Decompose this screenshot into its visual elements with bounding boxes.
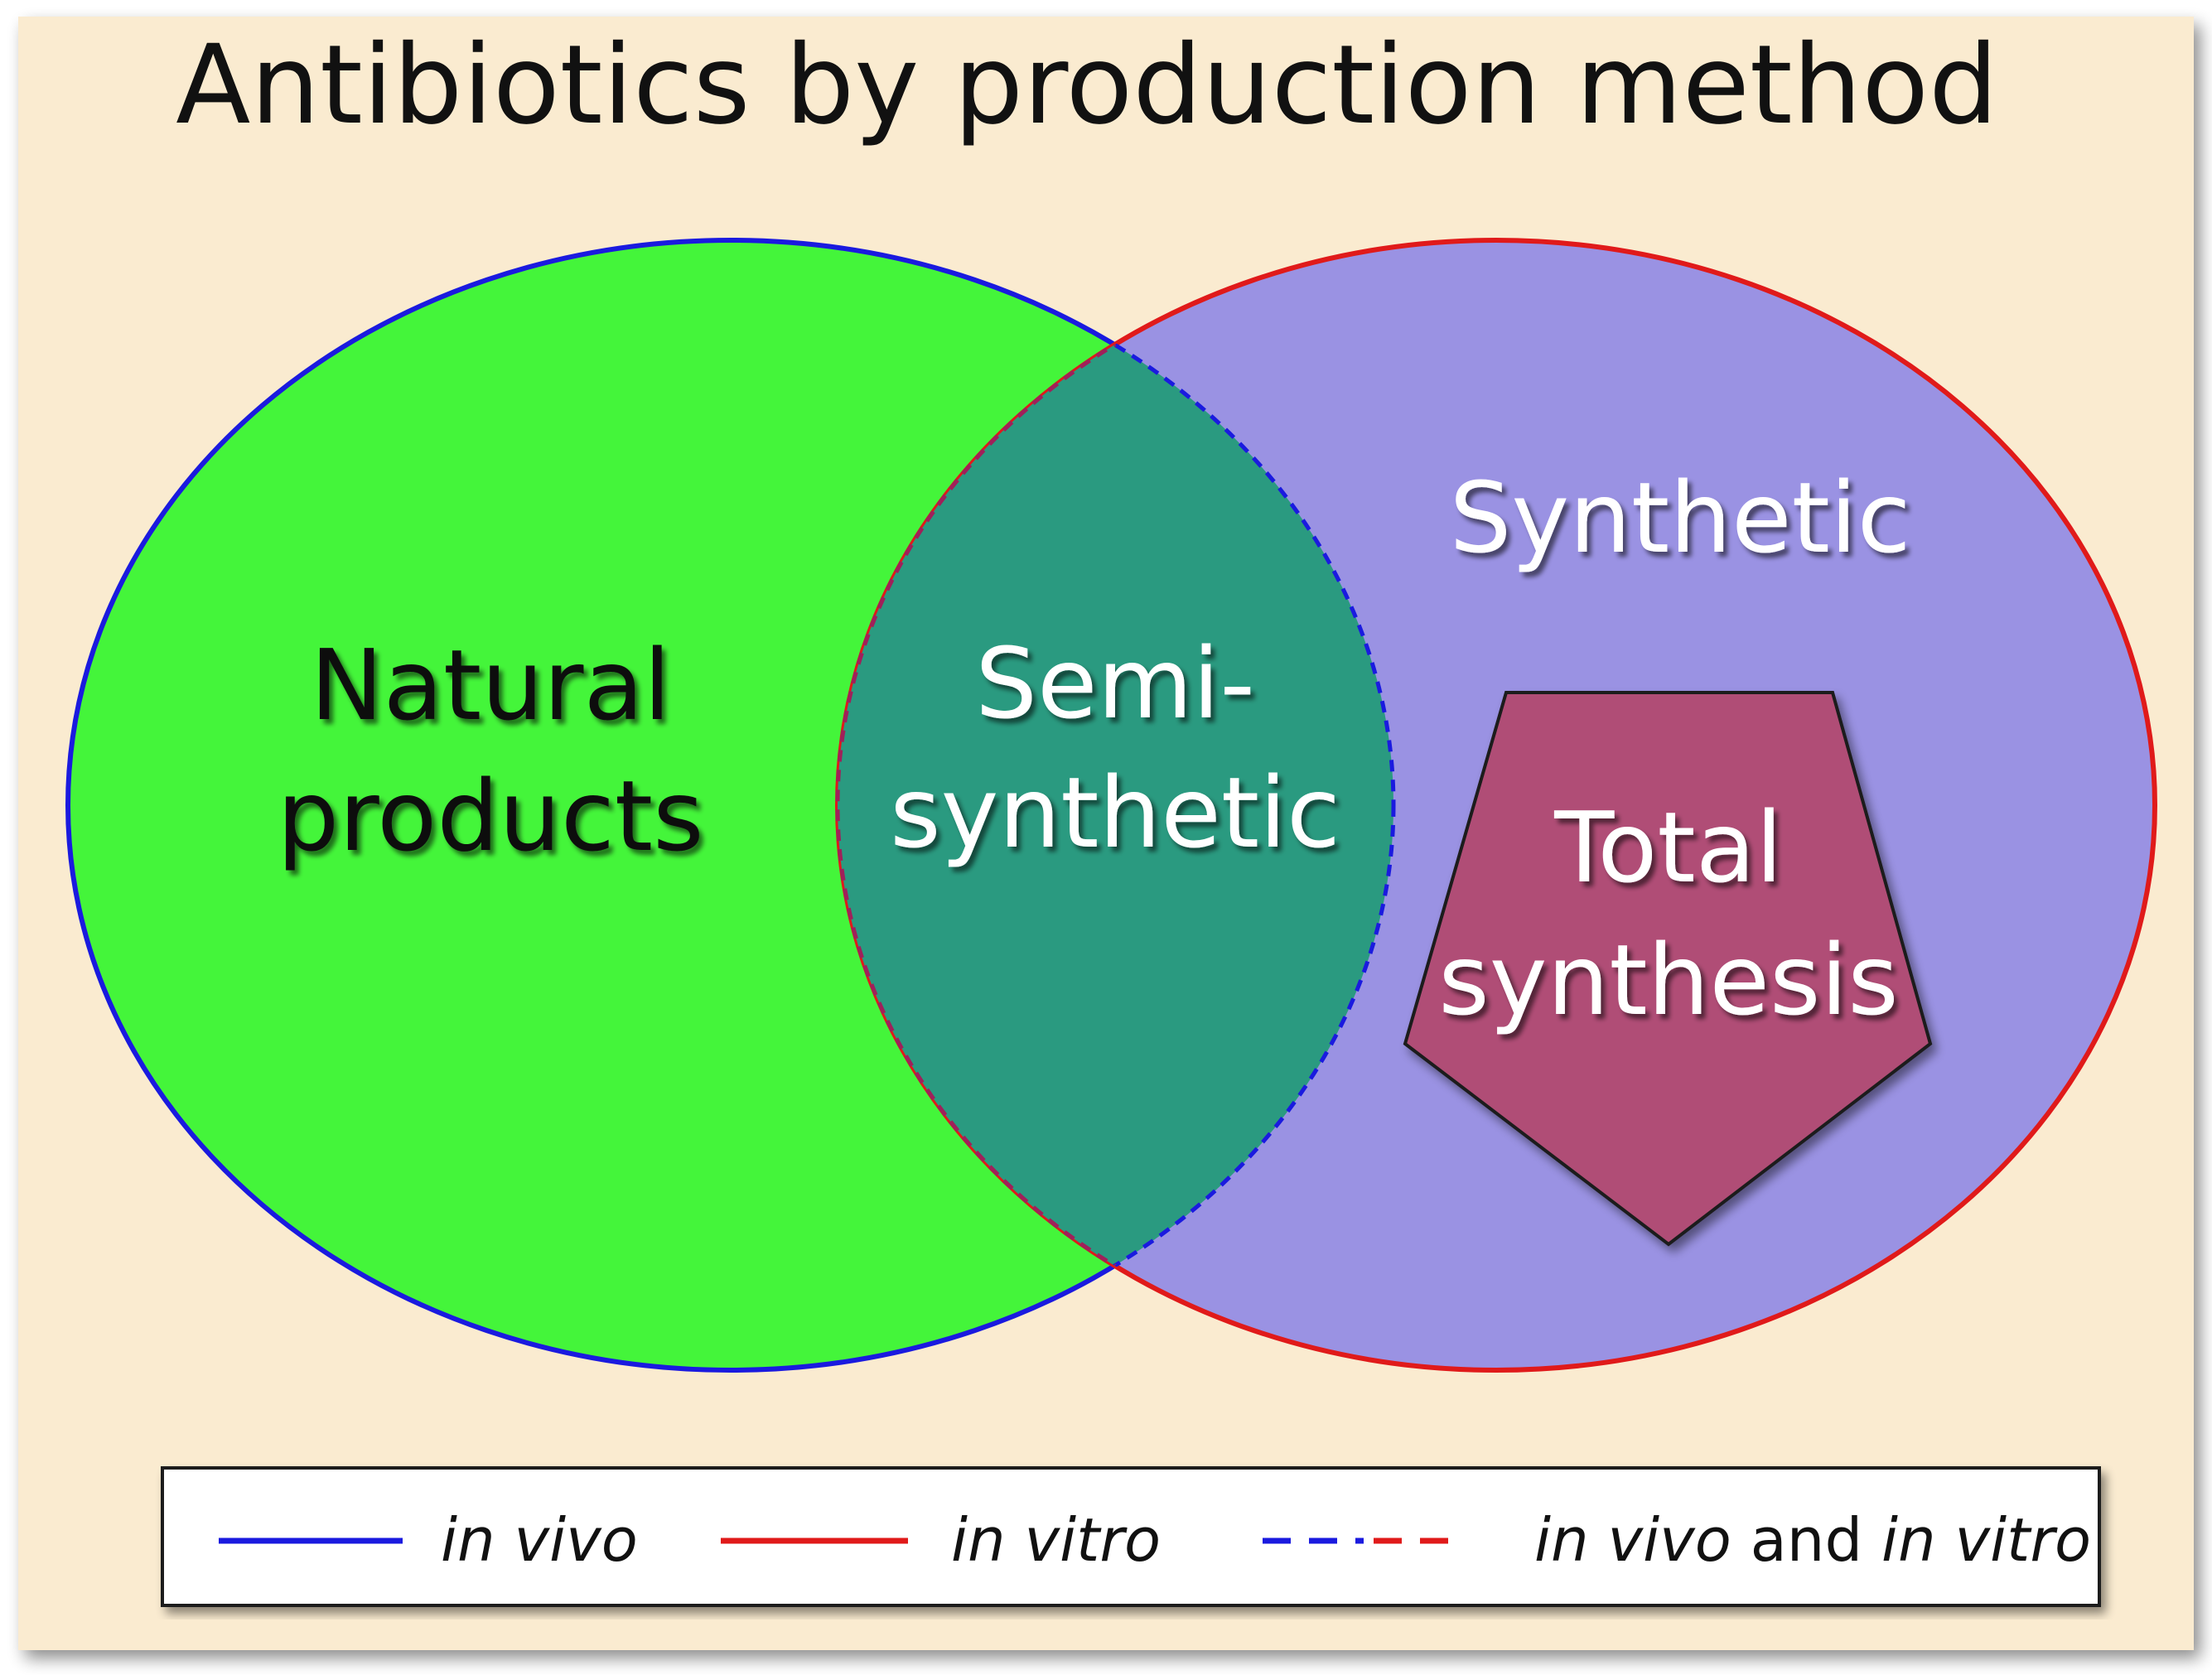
svg-text:in vivo: in vivo [441,1505,638,1575]
diagram-title: Antibiotics by production method [176,22,1998,149]
semi-synthetic-label-line1: Semi- [975,626,1255,741]
total-synthesis-label-line1: Total [1553,790,1783,905]
natural-products-label-line1: Natural [310,628,670,742]
legend-both-label-part1: in vivo [1534,1505,1731,1575]
semi-synthetic-overlap [838,240,1393,1370]
legend-both-label-and: and [1731,1505,1881,1575]
legend-in-vitro-label: in vitro [951,1505,1161,1575]
total-synthesis-label-line2: synthesis [1438,923,1899,1037]
total-synthesis-pentagon [1403,691,1933,1247]
legend-box [161,1466,2101,1607]
natural-products-label-line2: products [277,759,703,873]
svg-text:in vivo and in vitro: in vivo and in vitro [1534,1505,2091,1575]
legend-both-label-part2: in vitro [1881,1505,2091,1575]
svg-text:in vitro: in vitro [951,1505,1161,1575]
overlap-border-in-vivo [838,240,1396,1370]
legend: in vivo in vitro in vivo and in vitro [161,1466,2101,1607]
legend-in-vivo-label: in vivo [441,1505,638,1575]
synthetic-label: Synthetic [1449,461,1910,575]
semi-synthetic-label-line2: synthetic [890,755,1340,870]
